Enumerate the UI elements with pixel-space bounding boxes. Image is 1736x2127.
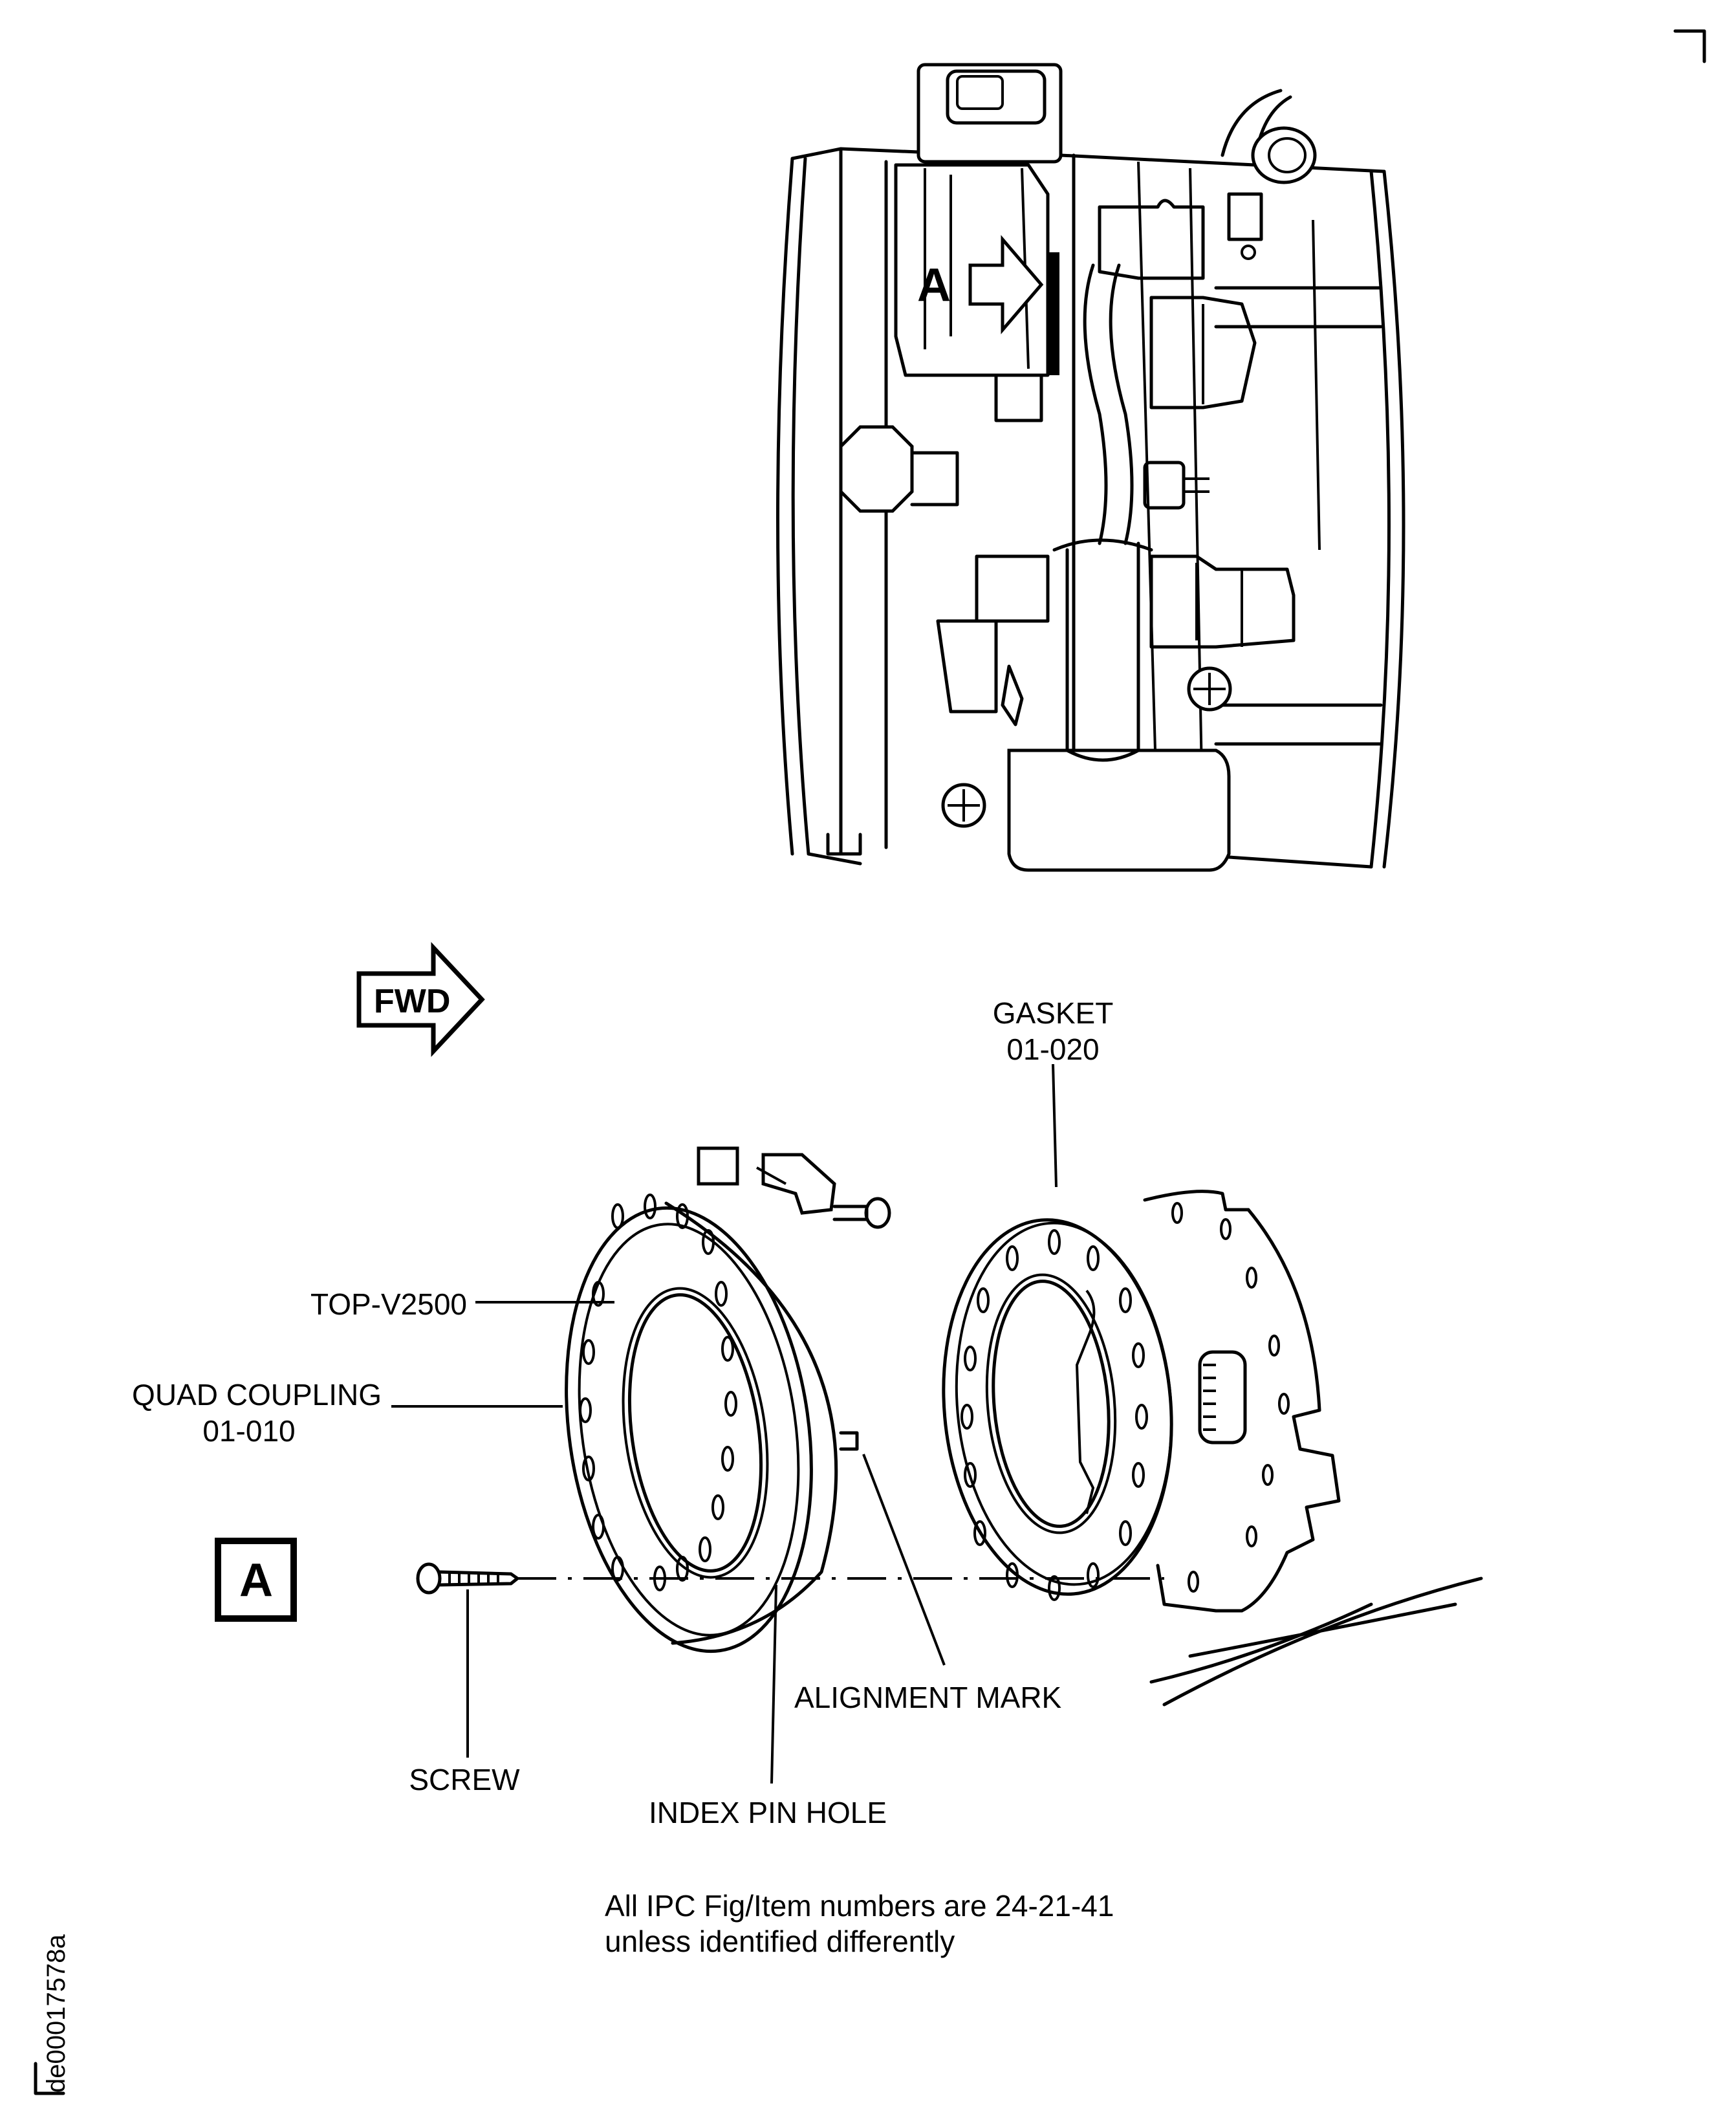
gasket-leader-line bbox=[1052, 1064, 1058, 1188]
screw-drawing bbox=[416, 1562, 519, 1595]
gasket-label-item: 01-020 bbox=[1006, 1032, 1099, 1066]
quad-coupling-drawing bbox=[565, 1146, 891, 1653]
alignment-mark-leader-line bbox=[862, 1454, 946, 1666]
gasket-drawing bbox=[942, 1218, 1173, 1601]
view-a-callout-label: A bbox=[239, 1554, 273, 1606]
view-a-pointer-arrow bbox=[968, 235, 1044, 334]
gasket-label-name: GASKET bbox=[993, 996, 1114, 1030]
index-pin-hole-leader-line bbox=[770, 1584, 777, 1784]
tool-label-name: TOP-V2500 bbox=[310, 1287, 467, 1321]
drawing-identifier: de00017578a bbox=[42, 1934, 71, 2093]
quad-coupling-label-name: QUAD COUPLING bbox=[132, 1378, 382, 1412]
corner-mark-top-right bbox=[1673, 29, 1706, 63]
alignment-mark-label: ALIGNMENT MARK bbox=[794, 1681, 1062, 1714]
screw-label: SCREW bbox=[409, 1763, 520, 1796]
view-a-callout-box: A bbox=[215, 1538, 297, 1622]
quad-coupling-label-item: 01-010 bbox=[202, 1414, 295, 1448]
gearbox-mount-pad-drawing bbox=[1143, 1190, 1483, 1707]
engine-overview-drawing: A bbox=[776, 63, 1405, 872]
corner-mark-bottom-left bbox=[34, 2062, 65, 2095]
forward-direction-label: FWD bbox=[374, 983, 450, 1020]
view-a-pointer-label: A bbox=[917, 259, 951, 311]
forward-direction-arrow: FWD bbox=[356, 942, 485, 1057]
index-pin-hole-label: INDEX PIN HOLE bbox=[649, 1796, 887, 1829]
ipc-note-line-2: unless identified differently bbox=[605, 1925, 955, 1958]
ipc-note-line-1: All IPC Fig/Item numbers are 24-21-41 bbox=[605, 1889, 1114, 1923]
